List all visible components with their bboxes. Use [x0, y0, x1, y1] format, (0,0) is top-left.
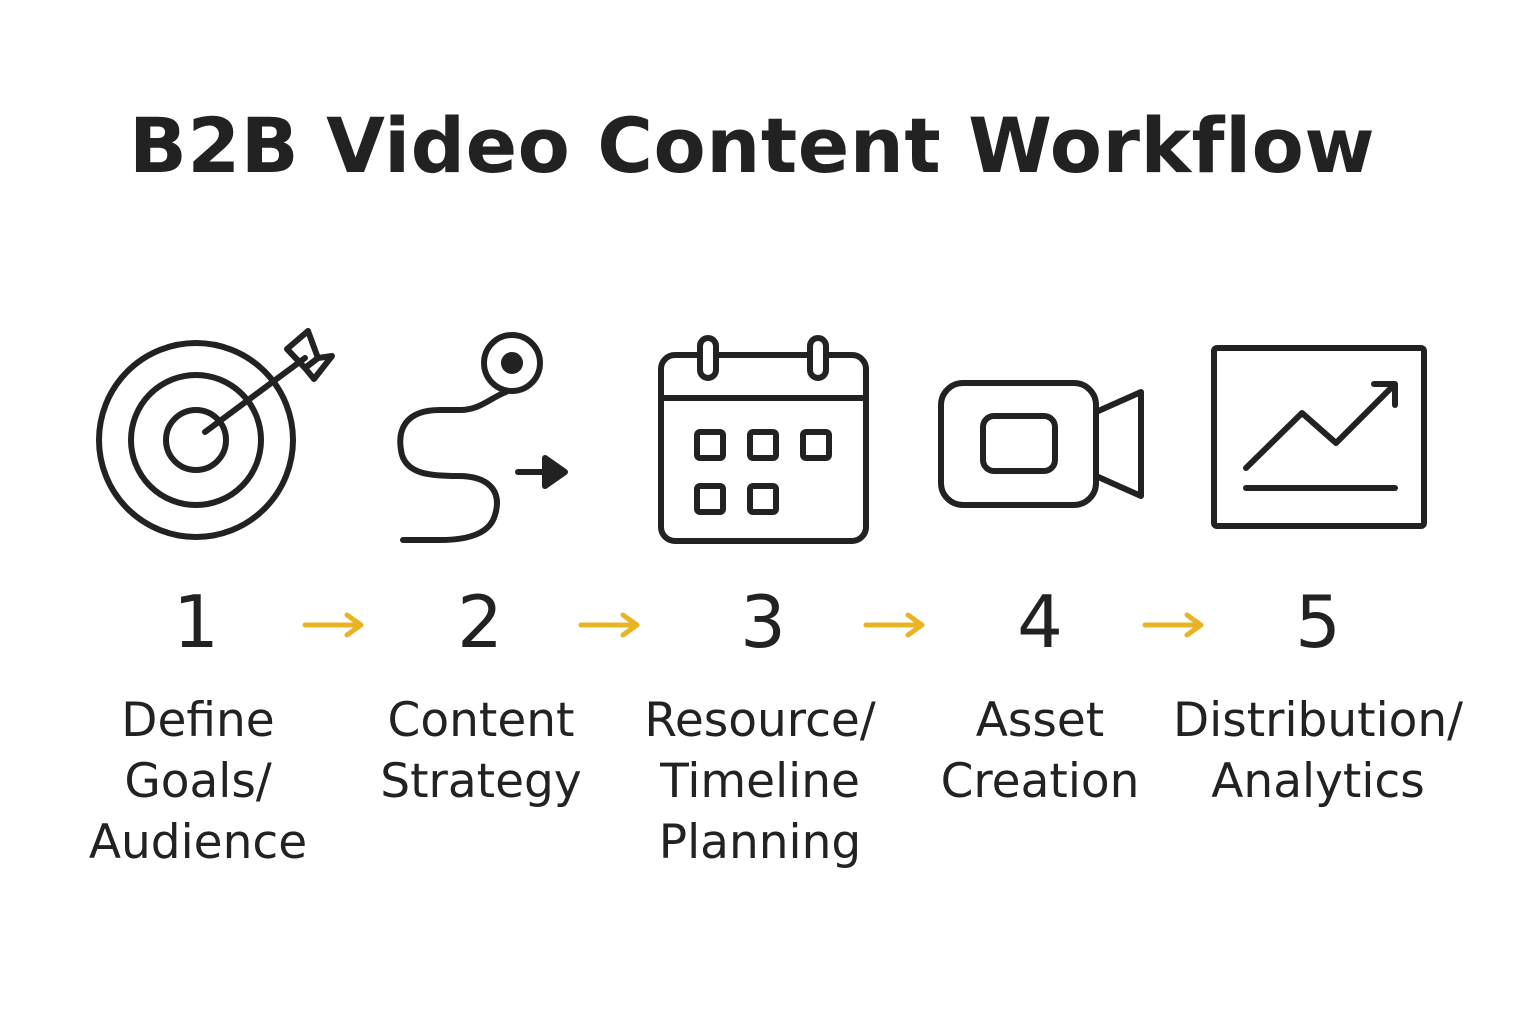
right-arrow-icon — [302, 612, 364, 638]
step-label: Content Strategy — [380, 693, 582, 809]
calendar-icon — [658, 335, 869, 544]
right-arrow-icon — [1142, 612, 1204, 638]
diagram-title: B2B Video Content Workflow — [128, 101, 1376, 190]
step-number: 1 — [173, 580, 219, 664]
right-arrow-icon — [578, 612, 640, 638]
step-label: Define Goals/ Audience — [88, 693, 308, 870]
step-number: 5 — [1295, 580, 1341, 664]
target-arrow-icon — [96, 328, 335, 540]
route-path-icon — [397, 332, 568, 543]
step-number: 4 — [1017, 580, 1063, 664]
video-camera-icon — [938, 380, 1144, 508]
step-label: Distribution/ Analytics — [1172, 693, 1464, 809]
step-number: 2 — [457, 580, 503, 664]
step-label: Asset Creation — [940, 693, 1140, 809]
step-number: 3 — [740, 580, 786, 664]
analytics-chart-icon — [1211, 345, 1427, 529]
step-label: Resource/ Timeline Planning — [644, 693, 876, 870]
right-arrow-icon — [863, 612, 925, 638]
